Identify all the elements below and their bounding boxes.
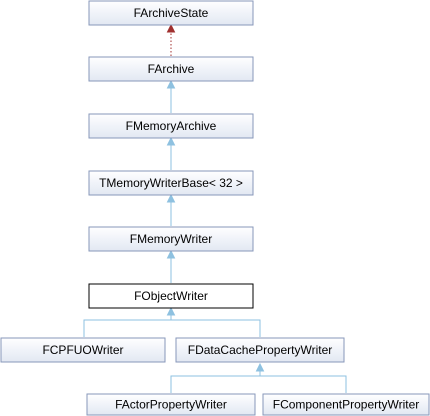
node-fcpfuowriter[interactable]: FCPFUOWriter: [0, 337, 166, 363]
node-fmemorywriter-label: FMemoryWriter: [130, 232, 212, 246]
edge-fcomponentpropertywriter-to-fdatacachepropertywriter: [260, 375, 347, 393]
node-fmemoryarchive-label: FMemoryArchive: [126, 119, 217, 133]
arrowhead-farchivestate: [166, 23, 176, 33]
node-fobjectwriter: FObjectWriter: [88, 283, 254, 309]
node-fdatacachepropertywriter[interactable]: FDataCachePropertyWriter: [175, 337, 345, 363]
node-farchivestate[interactable]: FArchiveState: [88, 0, 254, 26]
node-fcpfuowriter-label: FCPFUOWriter: [42, 343, 123, 357]
node-fcomponentpropertywriter[interactable]: FComponentPropertyWriter: [262, 393, 430, 416]
arrowhead-fobjectwriter: [166, 306, 176, 316]
node-fmemoryarchive[interactable]: FMemoryArchive: [88, 113, 254, 139]
edge-factorpropertywriter-to-fdatacachepropertywriter: [170, 371, 261, 393]
arrowhead-fmemoryarchive: [166, 136, 176, 146]
node-farchive-label: FArchive: [148, 62, 195, 76]
edge-fdatacachepropertywriter-to-fobjectwriter: [171, 319, 261, 337]
node-factorpropertywriter[interactable]: FActorPropertyWriter: [86, 393, 256, 416]
edge-fcpfuowriter-to-fobjectwriter: [83, 315, 172, 337]
arrowhead-farchive: [166, 79, 176, 89]
node-tmemorywriterbase-label: TMemoryWriterBase< 32 >: [99, 176, 243, 190]
node-fobjectwriter-label: FObjectWriter: [134, 289, 208, 303]
node-fcomponentpropertywriter-label: FComponentPropertyWriter: [273, 398, 420, 412]
node-farchivestate-label: FArchiveState: [134, 6, 209, 20]
node-fdatacachepropertywriter-label: FDataCachePropertyWriter: [188, 343, 333, 357]
node-farchive[interactable]: FArchive: [88, 56, 254, 82]
node-factorpropertywriter-label: FActorPropertyWriter: [115, 398, 227, 412]
arrowhead-fdatacachepropertywriter: [255, 362, 265, 372]
arrowhead-fmemorywriter: [166, 249, 176, 259]
node-tmemorywriterbase[interactable]: TMemoryWriterBase< 32 >: [88, 170, 254, 196]
edges: [83, 23, 347, 393]
node-fmemorywriter[interactable]: FMemoryWriter: [88, 226, 254, 252]
arrowhead-tmemorywriterbase: [166, 193, 176, 203]
